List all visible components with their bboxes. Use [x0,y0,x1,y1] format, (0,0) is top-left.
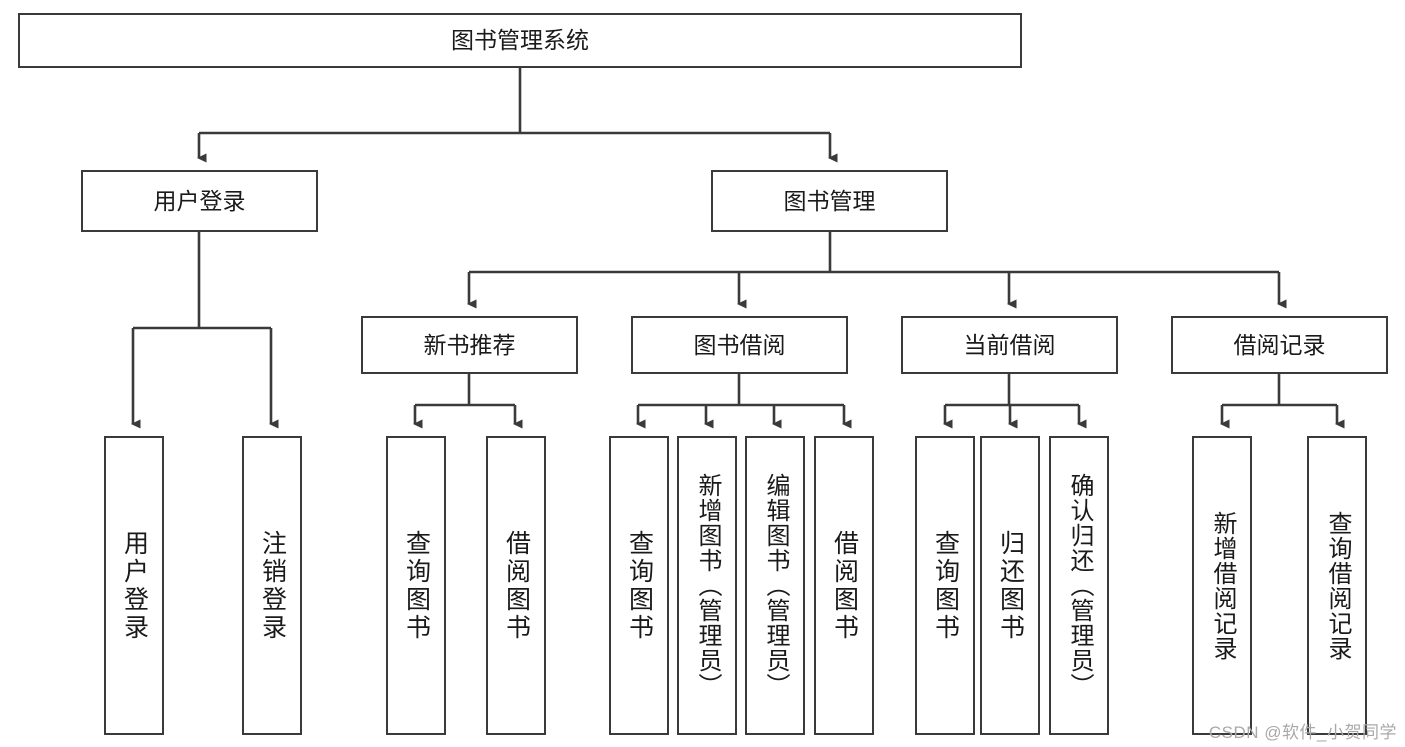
node-label: 借阅图书 [830,529,859,642]
node-label: 查询图书 [931,529,960,642]
leaf-query-book-current[interactable]: 查询图书 [915,436,975,735]
node-label: 图书借阅 [693,331,786,358]
node-label: 归还图书 [996,529,1025,642]
leaf-borrow-book-recommend[interactable]: 借阅图书 [486,436,546,735]
node-label: 编辑图书（管理员） [762,473,789,698]
node-label: 借阅图书 [502,529,531,642]
node-label: 新增借阅记录 [1209,510,1236,661]
node-label: 查询借阅记录 [1324,510,1351,661]
node-label: 借阅记录 [1233,331,1326,358]
watermark-text: CSDN @软件_小贺同学 [1208,723,1397,742]
leaf-add-book-admin[interactable]: 新增图书（管理员） [677,436,737,735]
node-new-book-recommend[interactable]: 新书推荐 [361,316,578,374]
leaf-return-book[interactable]: 归还图书 [980,436,1040,735]
node-label: 确认归还（管理员） [1066,473,1093,698]
node-root-book-management-system[interactable]: 图书管理系统 [18,13,1022,68]
node-label: 注销登录 [258,529,287,642]
node-book-borrow[interactable]: 图书借阅 [631,316,848,374]
leaf-query-book-recommend[interactable]: 查询图书 [386,436,446,735]
leaf-user-login[interactable]: 用户登录 [104,436,164,735]
node-label: 查询图书 [625,529,654,642]
leaf-borrow-book[interactable]: 借阅图书 [814,436,874,735]
leaf-query-book-borrow[interactable]: 查询图书 [609,436,669,735]
node-label: 图书管理系统 [451,27,589,54]
node-user-login[interactable]: 用户登录 [81,170,318,232]
node-label: 用户登录 [120,529,149,642]
node-label: 当前借阅 [963,331,1056,358]
leaf-add-borrow-record[interactable]: 新增借阅记录 [1192,436,1252,735]
node-label: 新书推荐 [423,331,516,358]
node-label: 查询图书 [402,529,431,642]
node-label: 图书管理 [783,187,876,214]
node-label: 新增图书（管理员） [694,473,721,698]
leaf-query-borrow-record[interactable]: 查询借阅记录 [1307,436,1367,735]
node-current-borrow[interactable]: 当前借阅 [901,316,1118,374]
node-label: 用户登录 [153,187,246,214]
node-book-management[interactable]: 图书管理 [711,170,948,232]
node-borrow-records[interactable]: 借阅记录 [1171,316,1388,374]
leaf-edit-book-admin[interactable]: 编辑图书（管理员） [745,436,805,735]
leaf-confirm-return-admin[interactable]: 确认归还（管理员） [1049,436,1109,735]
leaf-logout-login[interactable]: 注销登录 [242,436,302,735]
